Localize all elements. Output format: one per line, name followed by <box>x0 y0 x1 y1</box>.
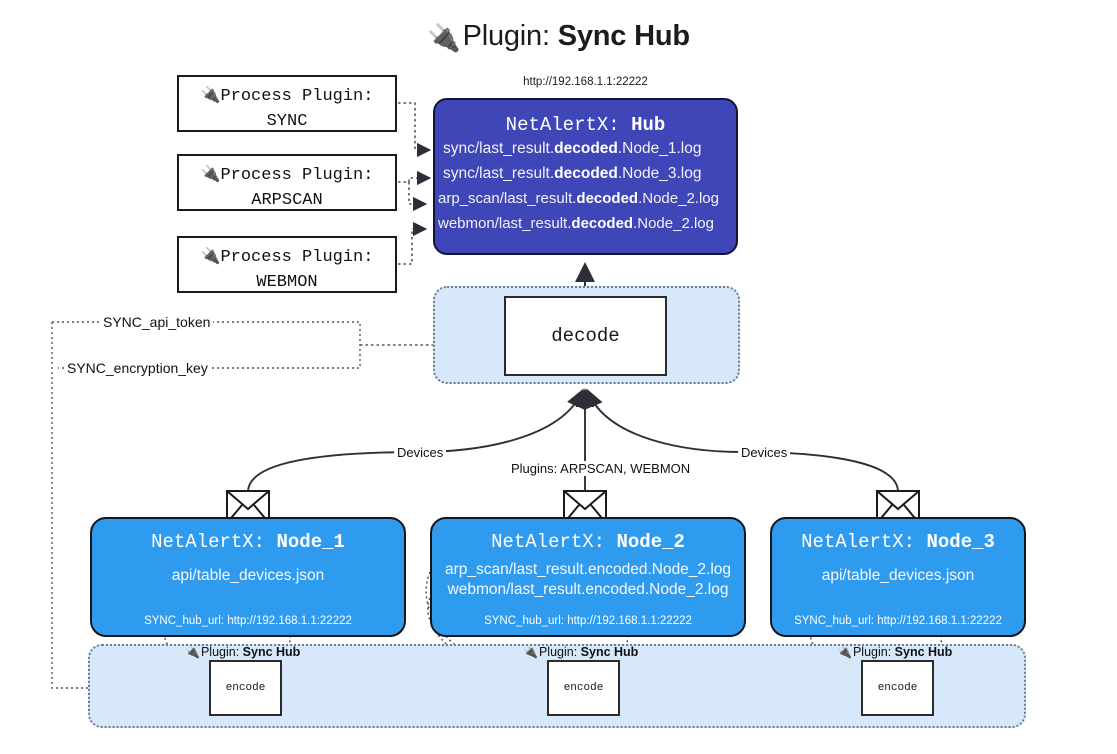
hub-log-2: sync/last_result.decoded.Node_3.log <box>443 165 702 182</box>
process-plugin-arpscan-name: ARPSCAN <box>251 191 323 210</box>
node-3-title: NetAlertX: Node_3 <box>801 531 995 553</box>
hub-node[interactable]: NetAlertX: Hub sync/last_result.decoded.… <box>433 98 738 255</box>
node-card-node-1[interactable]: NetAlertX: Node_1 api/table_devices.json… <box>90 517 406 637</box>
node-card-node-3[interactable]: NetAlertX: Node_3 api/table_devices.json… <box>770 517 1026 637</box>
process-plugin-sync-label: 🔌Process Plugin: <box>200 85 374 106</box>
encode-caption-1: 🔌Plugin: Sync Hub <box>185 645 301 659</box>
plug-icon: 🔌 <box>200 164 221 183</box>
hub-log-4: webmon/last_result.decoded.Node_2.log <box>438 215 714 232</box>
process-plugin-sync-name: SYNC <box>266 112 308 131</box>
node-2-line-2: webmon/last_result.encoded.Node_2.log <box>447 581 729 598</box>
hub-log-1: sync/last_result.decoded.Node_1.log <box>443 140 702 157</box>
node-1-hub-url: SYNC_hub_url: http://192.168.1.1:22222 <box>144 615 352 627</box>
process-plugin-arpscan-label: 🔌Process Plugin: <box>200 164 374 185</box>
plugins-label-center: Plugins: ARPSCAN, WEBMON <box>508 461 694 476</box>
plug-icon: 🔌 <box>523 645 538 659</box>
process-plugin-arpscan[interactable]: 🔌Process Plugin: ARPSCAN <box>177 154 397 211</box>
node-2-line-1: arp_scan/last_result.encoded.Node_2.log <box>444 561 732 578</box>
plug-icon: 🔌 <box>837 645 852 659</box>
node-card-node-2[interactable]: NetAlertX: Node_2 arp_scan/last_result.e… <box>430 517 746 637</box>
process-plugin-webmon[interactable]: 🔌Process Plugin: WEBMON <box>177 236 397 293</box>
node-2-hub-url: SYNC_hub_url: http://192.168.1.1:22222 <box>484 615 692 627</box>
encode-box-1[interactable]: encode <box>209 660 282 716</box>
encode-box-3[interactable]: encode <box>861 660 934 716</box>
decode-box[interactable]: decode <box>504 296 667 376</box>
process-plugin-webmon-name: WEBMON <box>256 273 318 292</box>
node-3-line-1: api/table_devices.json <box>821 567 975 584</box>
devices-label-right: Devices <box>738 445 791 460</box>
plug-icon: 🔌 <box>185 645 200 659</box>
encode-caption-2: 🔌Plugin: Sync Hub <box>523 645 639 659</box>
hub-title: NetAlertX: Hub <box>505 114 666 136</box>
page-title-name: Sync Hub <box>557 20 690 52</box>
process-plugin-webmon-label: 🔌Process Plugin: <box>200 246 374 267</box>
hub-url-label: http://192.168.1.1:22222 <box>523 76 648 88</box>
plug-icon: 🔌 <box>200 246 221 265</box>
node-1-title: NetAlertX: Node_1 <box>151 531 345 553</box>
plug-icon: 🔌 <box>200 85 221 104</box>
encode-box-2[interactable]: encode <box>547 660 620 716</box>
node-3-hub-url: SYNC_hub_url: http://192.168.1.1:22222 <box>794 615 1002 627</box>
sync-encryption-key-label: SYNC_encryption_key <box>64 360 211 376</box>
page-title-prefix: Plugin: <box>462 20 550 52</box>
hub-log-3: arp_scan/last_result.decoded.Node_2.log <box>438 190 719 207</box>
node-1-line-1: api/table_devices.json <box>171 567 325 584</box>
sync-api-token-label: SYNC_api_token <box>100 314 214 330</box>
node-2-title: NetAlertX: Node_2 <box>491 531 685 553</box>
plug-icon: 🔌 <box>427 23 461 53</box>
encode-caption-3: 🔌Plugin: Sync Hub <box>837 645 953 659</box>
process-plugin-sync[interactable]: 🔌Process Plugin: SYNC <box>177 75 397 132</box>
page-title: 🔌Plugin: Sync Hub <box>0 16 1117 58</box>
devices-label-left: Devices <box>394 445 447 460</box>
